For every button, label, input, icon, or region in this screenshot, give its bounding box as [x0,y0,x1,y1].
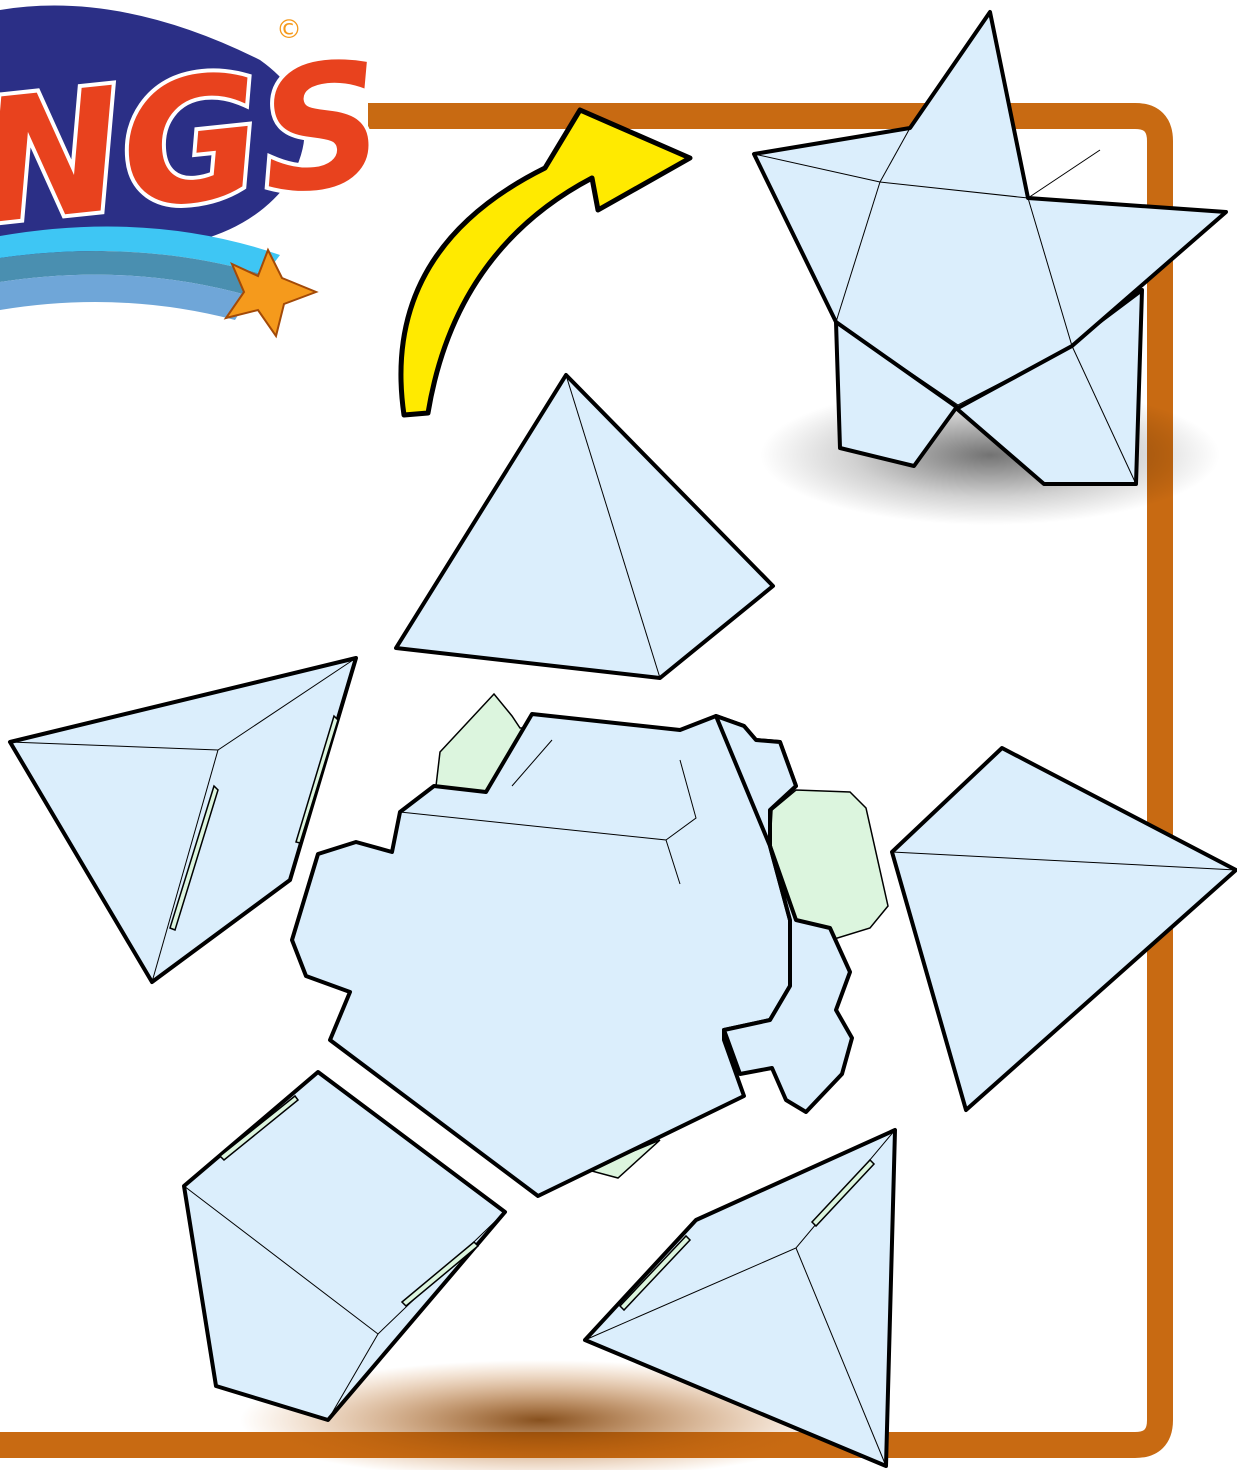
pyramid-right [892,748,1236,1110]
logo: NGS © [0,6,393,336]
logo-text: NGS [0,24,393,263]
curved-arrow-icon [401,110,690,415]
copyright-symbol: © [276,15,302,45]
pyramid-top [396,375,773,678]
